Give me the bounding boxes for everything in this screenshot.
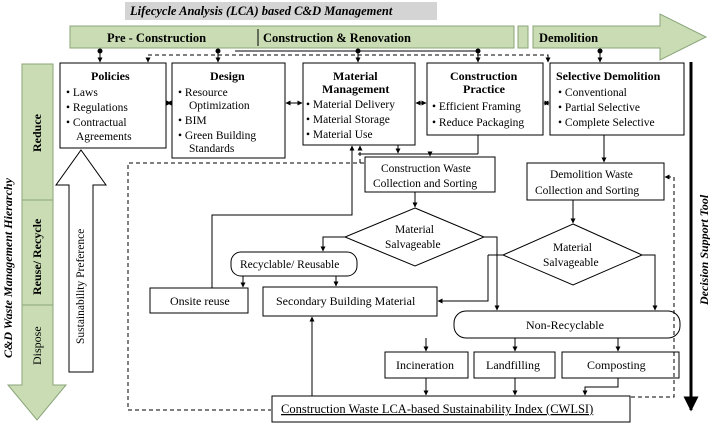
diagram-title: Lifecycle Analysis (LCA) based C&D Manag… (129, 4, 393, 18)
demolition-waste-box (526, 162, 665, 201)
practice-item-packaging: • Reduce Packaging (432, 117, 524, 129)
phase-connectors (97, 50, 603, 63)
design-item-green-building: • Green Building (178, 130, 256, 142)
cwlsi-label: Construction Waste LCA-based Sustainabil… (281, 402, 593, 416)
hierarchy-level-dispose: Dispose (30, 326, 44, 365)
non-recyclable-box (453, 310, 681, 339)
selective-demolition-title: Selective Demolition (556, 69, 661, 83)
flow-connectors (211, 135, 658, 396)
design-item-standards: Standards (189, 143, 235, 155)
salvageable-diamond-construction (343, 207, 486, 267)
demolition-item-conventional: • Conventional (558, 87, 627, 99)
incineration-box (384, 351, 469, 379)
phase-demolition: Demolition (539, 31, 598, 45)
design-item-bim: • BIM (178, 115, 207, 127)
policies-box (59, 62, 167, 149)
material-item-use: • Material Use (306, 129, 373, 141)
material-management-title-2: Management (322, 82, 389, 96)
design-item-resource: • Resource (178, 87, 228, 99)
feedback-loops (127, 145, 675, 411)
material-item-storage: • Material Storage (306, 114, 390, 126)
material-item-delivery: • Material Delivery (306, 99, 395, 111)
incineration-label: Incineration (396, 358, 454, 372)
hierarchy-title: C&D Waste Management Hierarchy (1, 177, 15, 358)
demolition-item-complete: • Complete Selective (558, 117, 655, 129)
salvageable-diamond-demolition (501, 223, 644, 286)
non-recyclable-label: Non-Recyclable (526, 318, 604, 332)
recyclable-reusable-box (230, 251, 358, 277)
demolition-waste-line-1: Demolition Waste (550, 169, 633, 181)
construction-waste-line-2: Collection and Sorting (373, 178, 477, 190)
phase-pre-construction: Pre - Construction (107, 31, 206, 45)
salvageable-construction-line-1: Material (395, 224, 434, 236)
cwlsi-box (271, 395, 631, 423)
composting-label: Composting (587, 358, 646, 372)
construction-waste-box (364, 156, 496, 193)
sustainability-arrow (55, 149, 107, 373)
selective-demolition-box (549, 62, 685, 136)
hierarchy-level-reduce: Reduce (30, 113, 44, 152)
policies-item-laws: • Laws (66, 87, 98, 99)
onsite-reuse-box (149, 287, 249, 314)
policies-item-regulations: • Regulations (66, 102, 128, 114)
practice-item-framing: • Efficient Framing (432, 101, 521, 113)
design-box (171, 62, 286, 159)
hierarchy-level-reuse-recycle: Reuse/ Recycle (30, 218, 44, 295)
material-management-title-1: Material (333, 69, 378, 83)
title-bar (125, 2, 437, 20)
construction-practice-box (426, 62, 544, 136)
decision-tool-label: Decision Support Tool (697, 194, 710, 306)
design-item-optimization: Optimization (189, 100, 250, 112)
phase-arrow (69, 13, 708, 61)
landfilling-box (473, 351, 556, 379)
construction-practice-title-1: Construction (450, 69, 518, 83)
material-management-box (302, 62, 416, 146)
construction-waste-line-1: Construction Waste (381, 163, 471, 175)
onsite-reuse-label: Onsite reuse (170, 294, 230, 308)
salvageable-demolition-line-1: Material (553, 242, 592, 254)
demolition-item-partial: • Partial Selective (558, 102, 640, 114)
policies-item-agreements: Agreements (76, 131, 132, 143)
recyclable-reusable-label: Recyclable/ Reusable (240, 259, 339, 271)
construction-practice-title-2: Practice (463, 82, 506, 96)
secondary-material-label: Secondary Building Material (276, 294, 416, 308)
salvageable-construction-line-2: Salvageable (385, 239, 441, 251)
design-title: Design (210, 69, 245, 83)
policies-item-contractual: • Contractual (66, 117, 127, 129)
salvageable-demolition-line-2: Salvageable (543, 257, 599, 269)
sustainability-preference-label: Sustainability Preference (75, 229, 87, 344)
secondary-material-box (262, 286, 438, 317)
phase-construction-renovation: Construction & Renovation (263, 31, 411, 45)
landfilling-label: Landfilling (486, 358, 540, 372)
composting-box (561, 351, 680, 379)
policies-title: Policies (91, 69, 130, 83)
hierarchy-arrow (6, 63, 68, 421)
demolition-waste-line-2: Collection and Sorting (535, 185, 639, 197)
